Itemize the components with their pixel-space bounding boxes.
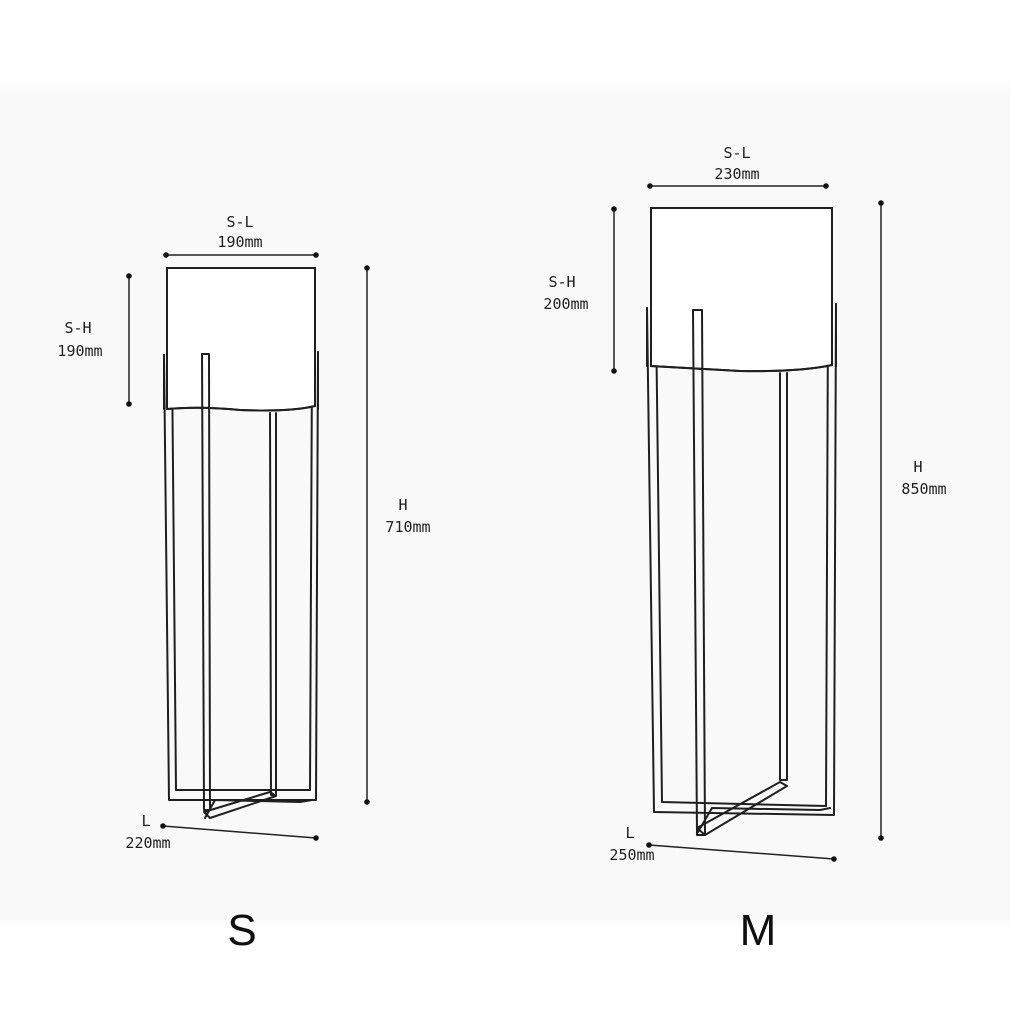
stand-s-back-frame-inner (171, 359, 313, 791)
dim-m-base-length-value: 250mm (609, 846, 654, 864)
stand-s (163, 267, 319, 819)
dim-m-pot-height-name: S-H (548, 273, 575, 291)
stand-s-pot-bottom (166, 405, 316, 412)
stand-m-back-leg-right (779, 372, 788, 781)
size-label-m: M (740, 906, 777, 955)
dim-s-pot-width-value: 190mm (217, 233, 262, 251)
size-label-s: S (227, 906, 256, 955)
dim-m-pot-width: S-L 230mm (647, 144, 829, 189)
dim-m-total-height: H 850mm (878, 200, 947, 841)
dim-s-total-height-name: H (398, 496, 407, 514)
dim-s-total-height: H 710mm (364, 265, 431, 805)
dim-s-pot-height-name: S-H (64, 319, 91, 337)
stand-m-back-frame (646, 303, 837, 816)
stand-m-pot-bottom (650, 364, 833, 373)
stand-m-front-leg-left (692, 309, 706, 836)
stand-s-front-leg-left (201, 353, 211, 811)
dim-s-total-height-value: 710mm (385, 518, 430, 536)
dim-m-total-height-value: 850mm (901, 480, 946, 498)
dim-m-pot-height-value: 200mm (543, 295, 588, 313)
stand-m (646, 207, 837, 836)
dim-m-base-length-name: L (625, 824, 634, 842)
stand-s-base-cross (203, 791, 277, 819)
dim-s-pot-width-name: S-L (226, 213, 253, 231)
stand-s-base-cross-2 (204, 799, 313, 819)
dim-m-base-length: L 250mm (609, 824, 837, 864)
dim-s-base-length: L 220mm (125, 812, 319, 852)
dim-s-pot-width: S-L 190mm (163, 213, 319, 258)
stand-m-base-cross (696, 781, 788, 836)
stand-s-back-leg-right (269, 412, 277, 796)
dim-s-base-length-value: 220mm (125, 834, 170, 852)
dim-m-total-height-name: H (913, 458, 922, 476)
dim-s-pot-height: S-H 190mm (57, 273, 132, 407)
dim-m-pot-width-name: S-L (723, 144, 750, 162)
dim-s-pot-height-value: 190mm (57, 342, 102, 360)
stand-s-back-frame (163, 351, 319, 801)
stand-m-pot (650, 207, 833, 373)
stand-m-base-cross-2 (697, 807, 831, 833)
stand-s-pot (166, 267, 316, 412)
dim-s-base-length-name: L (141, 812, 150, 830)
dim-m-pot-height: S-H 200mm (543, 206, 617, 374)
stand-m-back-frame-inner (655, 312, 829, 807)
dim-m-pot-width-value: 230mm (714, 165, 759, 183)
